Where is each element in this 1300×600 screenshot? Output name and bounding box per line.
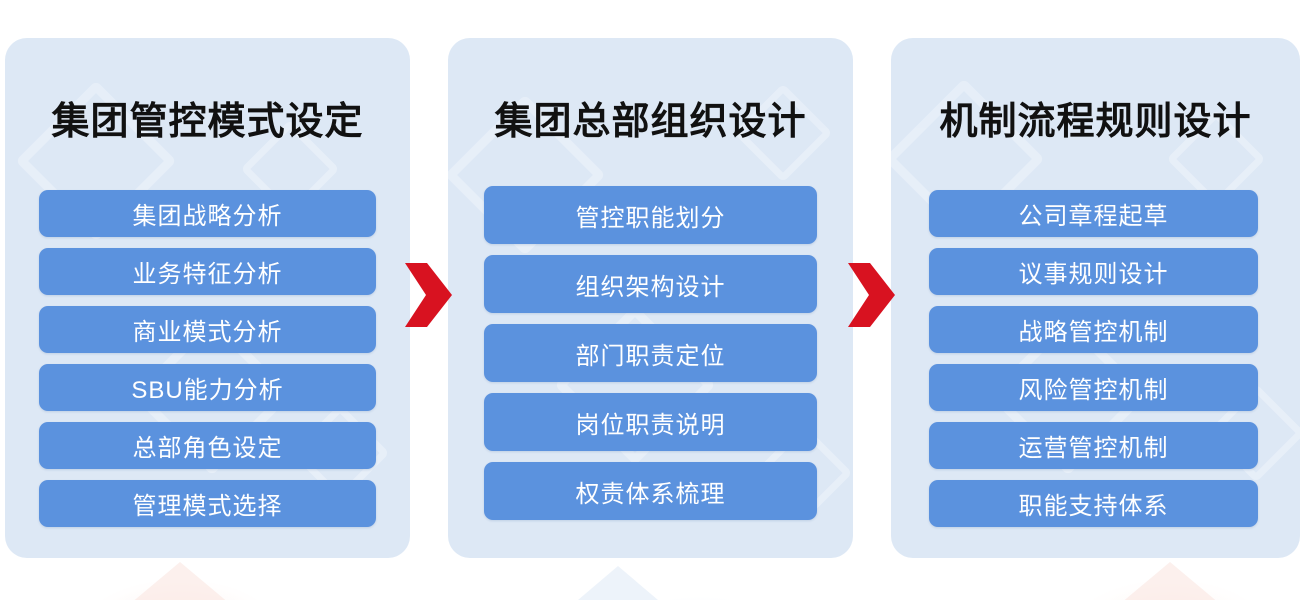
stage-item[interactable]: 商业模式分析: [39, 306, 376, 353]
stage-item[interactable]: 运营管控机制: [929, 422, 1258, 469]
stage-item[interactable]: 管理模式选择: [39, 480, 376, 527]
chevron-right-icon: [405, 263, 453, 327]
stage-panel-2[interactable]: 集团总部组织设计 管控职能划分 组织架构设计 部门职责定位 岗位职责说明 权责体…: [448, 38, 853, 558]
stage-item-list-2: 管控职能划分 组织架构设计 部门职责定位 岗位职责说明 权责体系梳理: [484, 186, 817, 520]
stage-item[interactable]: 部门职责定位: [484, 324, 817, 382]
stage-item-list-1: 集团战略分析 业务特征分析 商业模式分析 SBU能力分析 总部角色设定 管理模式…: [39, 190, 376, 527]
chevron-right-icon: [848, 263, 896, 327]
stage-item[interactable]: 议事规则设计: [929, 248, 1258, 295]
stage-item[interactable]: 总部角色设定: [39, 422, 376, 469]
stage-item[interactable]: 战略管控机制: [929, 306, 1258, 353]
stage-item[interactable]: SBU能力分析: [39, 364, 376, 411]
watermark-triangle-right: [1108, 562, 1232, 600]
watermark-triangle-left: [118, 562, 242, 600]
stage-panel-3[interactable]: 机制流程规则设计 公司章程起草 议事规则设计 战略管控机制 风险管控机制 运营管…: [891, 38, 1300, 558]
stage-item[interactable]: 组织架构设计: [484, 255, 817, 313]
stage-item-list-3: 公司章程起草 议事规则设计 战略管控机制 风险管控机制 运营管控机制 职能支持体…: [929, 190, 1258, 527]
stage-title-3: 机制流程规则设计: [939, 101, 1252, 143]
stage-item[interactable]: 管控职能划分: [484, 186, 817, 244]
stage-item[interactable]: 风险管控机制: [929, 364, 1258, 411]
stage-item[interactable]: 权责体系梳理: [484, 462, 817, 520]
stage-panel-1[interactable]: 集团管控模式设定 集团战略分析 业务特征分析 商业模式分析 SBU能力分析 总部…: [5, 38, 410, 558]
watermark-triangle-center: [578, 566, 658, 600]
stage-title-2: 集团总部组织设计: [494, 101, 807, 143]
stage-item[interactable]: 职能支持体系: [929, 480, 1258, 527]
stage-item[interactable]: 岗位职责说明: [484, 393, 817, 451]
stage-title-1: 集团管控模式设定: [51, 101, 364, 143]
stage-item[interactable]: 集团战略分析: [39, 190, 376, 237]
stage-item[interactable]: 业务特征分析: [39, 248, 376, 295]
stage-item[interactable]: 公司章程起草: [929, 190, 1258, 237]
